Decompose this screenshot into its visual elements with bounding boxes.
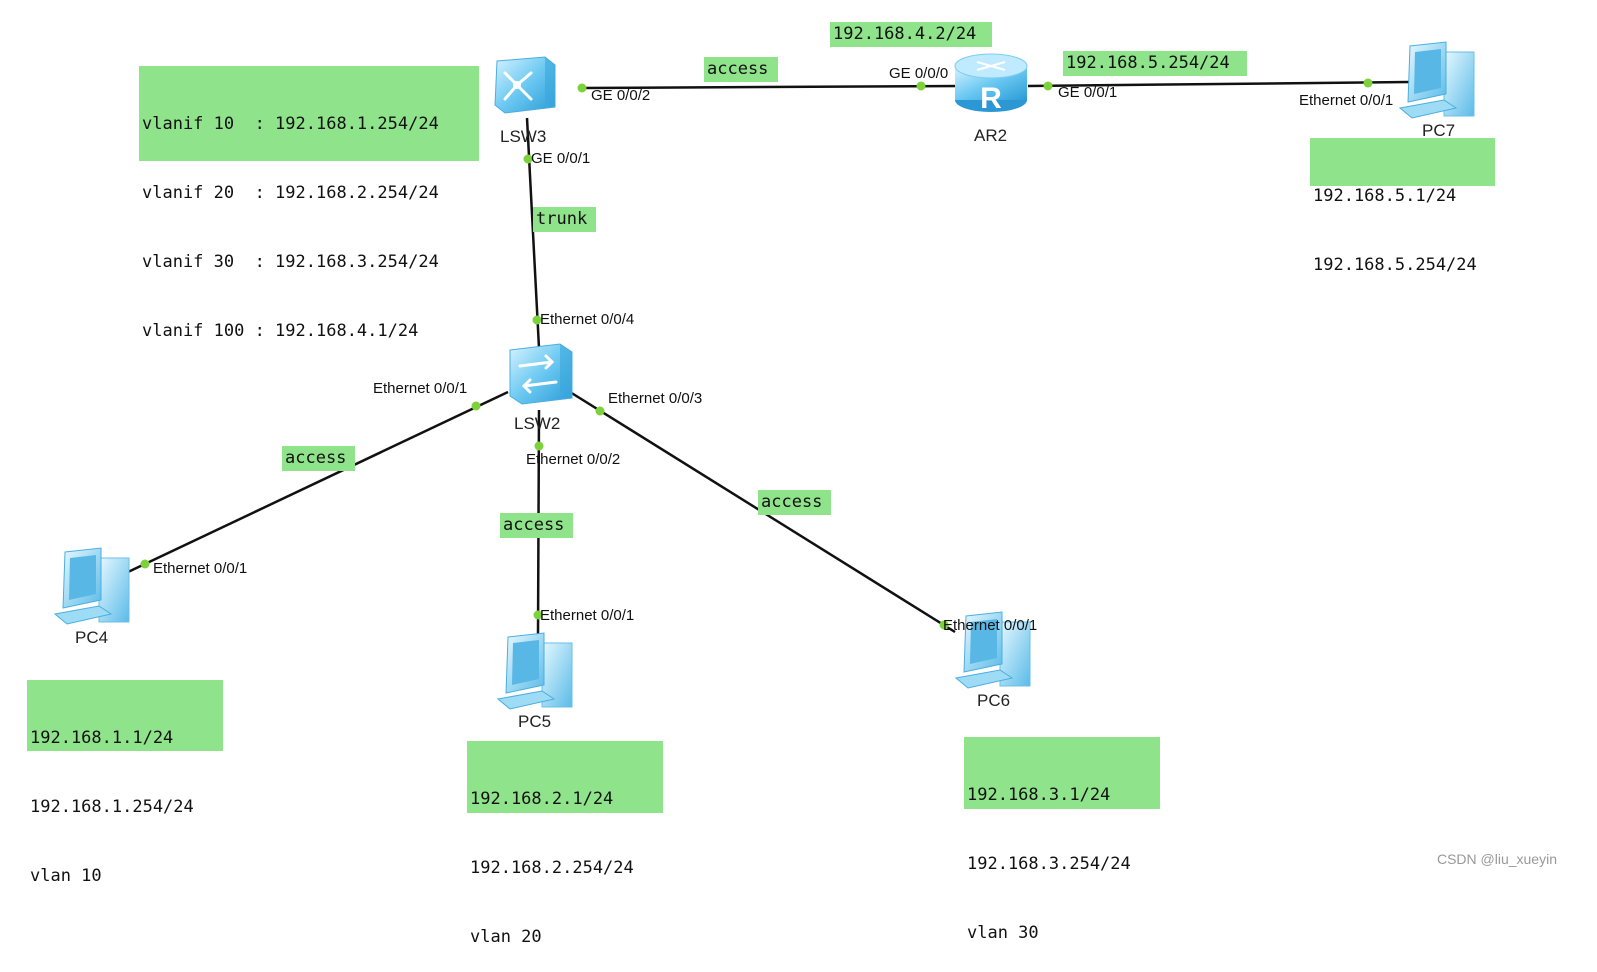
- port-dot: [577, 83, 587, 93]
- link-mode-lsw2-pc5: access: [500, 513, 573, 538]
- router-icon[interactable]: R: [954, 53, 1028, 115]
- port-label-ar2-ge000: GE 0/0/0: [889, 65, 949, 82]
- note-ar2-g1: 192.168.5.254/24: [1063, 51, 1247, 76]
- device-label-ar2: AR2: [974, 126, 1008, 145]
- link-ar2-pc7: [1027, 80, 1411, 88]
- note-line: vlan 10: [30, 866, 102, 886]
- pc-icon[interactable]: [53, 547, 130, 625]
- port-dot: [1363, 78, 1373, 88]
- note-ar2-g0: 192.168.4.2/24: [830, 22, 992, 47]
- port-dot: [532, 315, 542, 325]
- port-label-lsw2-eth002: Ethernet 0/0/2: [526, 451, 621, 468]
- pc-icon[interactable]: [496, 632, 573, 710]
- device-label-lsw3: LSW3: [500, 127, 547, 146]
- l3-switch-icon[interactable]: [494, 56, 556, 114]
- port-dot: [523, 154, 533, 164]
- link-lsw3-ar2: [579, 84, 963, 90]
- svg-text:R: R: [980, 82, 1002, 115]
- port-dot: [916, 81, 926, 91]
- note-lsw3-vlanif: vlanif 10 : 192.168.1.254/24 vlanif 20 :…: [139, 66, 479, 341]
- note-line: vlanif 20 : 192.168.2.254/24: [142, 183, 439, 203]
- port-label-lsw3-ge001: GE 0/0/1: [531, 150, 591, 167]
- port-dot: [1043, 81, 1053, 91]
- note-pc6: 192.168.3.1/24 192.168.3.254/24 vlan 30: [964, 737, 1160, 943]
- note-line: vlanif 30 : 192.168.3.254/24: [142, 252, 439, 272]
- link-mode-lsw3-lsw2: trunk: [533, 207, 596, 232]
- device-label-pc4: PC4: [75, 628, 109, 647]
- port-dot: [471, 401, 481, 411]
- port-dot: [534, 441, 544, 451]
- device-label-pc5: PC5: [518, 712, 552, 731]
- topology-canvas: R: [53, 41, 1475, 710]
- link-mode-lsw2-pc4: access: [282, 446, 355, 471]
- pc-icon[interactable]: [1398, 41, 1475, 119]
- watermark: CSDN @liu_xueyin: [1436, 851, 1557, 867]
- port-label-lsw2-eth003: Ethernet 0/0/3: [608, 390, 703, 407]
- note-line: vlan 20: [470, 927, 542, 947]
- port-dot: [140, 559, 150, 569]
- port-label-pc6-eth: Ethernet 0/0/1: [943, 617, 1038, 634]
- port-label-pc4-eth: Ethernet 0/0/1: [153, 560, 248, 577]
- link-mode-lsw2-pc6: access: [758, 490, 831, 515]
- port-dot: [595, 406, 605, 416]
- note-line: 192.168.1.1/24: [30, 728, 174, 748]
- port-label-lsw2-eth004: Ethernet 0/0/4: [540, 311, 635, 328]
- port-label-pc7-eth: Ethernet 0/0/1: [1299, 92, 1394, 109]
- note-line: 192.168.2.254/24: [470, 858, 634, 878]
- port-dots: [140, 78, 1373, 630]
- port-label-ar2-ge001: GE 0/0/1: [1058, 84, 1118, 101]
- note-pc7: 192.168.5.1/24 192.168.5.254/24: [1310, 138, 1495, 275]
- link-lsw2-pc4: [127, 390, 509, 574]
- port-dot: [939, 620, 949, 630]
- note-line: 192.168.5.1/24: [1313, 186, 1457, 206]
- link-mode-lsw3-ar2: access: [704, 57, 778, 82]
- l2-switch-icon[interactable]: [509, 343, 573, 405]
- note-line: 192.168.2.1/24: [470, 789, 614, 809]
- port-label-lsw2-eth001: Ethernet 0/0/1: [373, 380, 468, 397]
- device-label-lsw2: LSW2: [514, 414, 561, 433]
- port-label-lsw3-ge002: GE 0/0/2: [591, 87, 651, 104]
- note-pc5: 192.168.2.1/24 192.168.2.254/24 vlan 20: [467, 741, 663, 947]
- port-label-pc5-eth: Ethernet 0/0/1: [540, 607, 635, 624]
- note-line: 192.168.3.1/24: [967, 785, 1111, 805]
- note-line: vlanif 10 : 192.168.1.254/24: [142, 114, 439, 134]
- note-pc4: 192.168.1.1/24 192.168.1.254/24 vlan 10: [27, 680, 223, 886]
- note-line: vlan 30: [967, 923, 1039, 943]
- pc-icon[interactable]: [954, 611, 1031, 689]
- device-label-pc7: PC7: [1422, 121, 1456, 140]
- note-line: 192.168.1.254/24: [30, 797, 194, 817]
- port-dot: [533, 610, 543, 620]
- note-line: 192.168.3.254/24: [967, 854, 1131, 874]
- note-line: 192.168.5.254/24: [1313, 255, 1477, 275]
- device-label-pc6: PC6: [977, 691, 1011, 710]
- note-line: vlanif 100 : 192.168.4.1/24: [142, 321, 419, 341]
